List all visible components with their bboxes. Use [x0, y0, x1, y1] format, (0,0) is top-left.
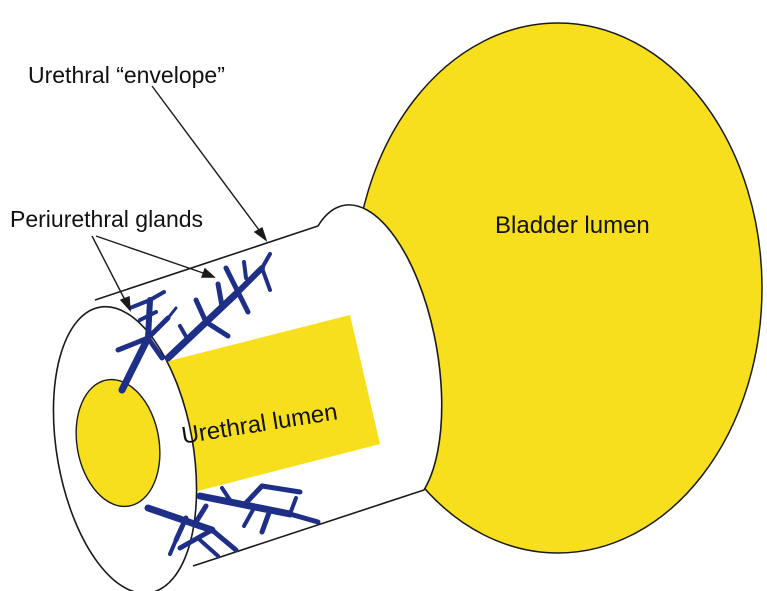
bladder-lumen-label: Bladder lumen	[495, 212, 650, 239]
envelope-label: Urethral “envelope”	[28, 62, 225, 88]
periurethral-glands-upper	[115, 252, 272, 394]
urethral-lumen-opening	[75, 378, 161, 508]
periurethral-glands-lower	[144, 483, 321, 558]
leader-lines	[91, 85, 268, 312]
periurethral-glands-label: Periurethral glands	[10, 206, 204, 232]
